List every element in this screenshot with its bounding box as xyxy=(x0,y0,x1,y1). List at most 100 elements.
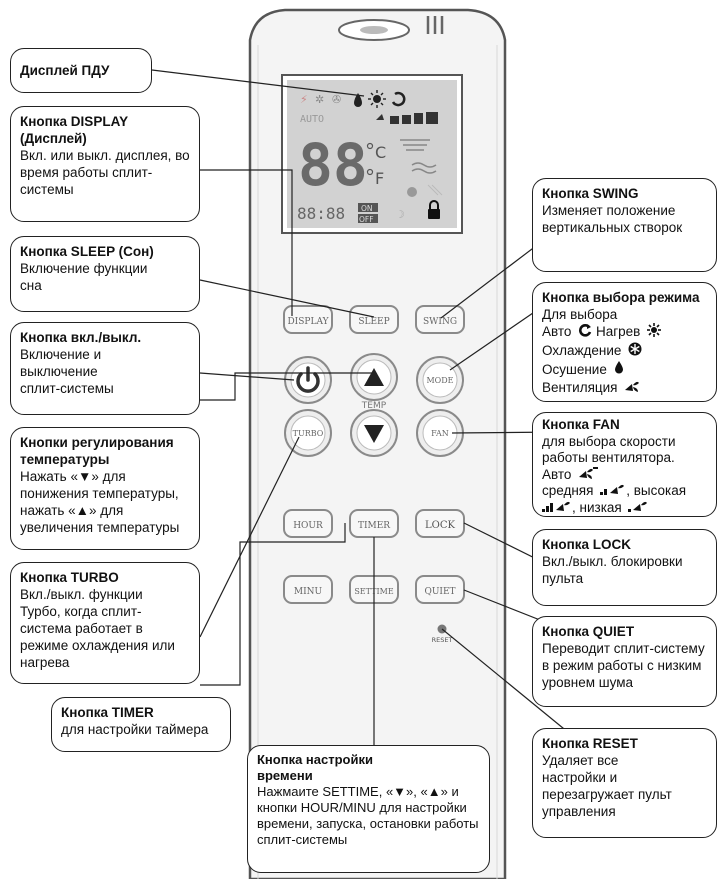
lock-button-label: LOCK xyxy=(425,520,455,531)
temp-up-button[interactable] xyxy=(350,353,398,401)
fan-icon xyxy=(624,380,640,397)
grip-lines xyxy=(426,16,444,34)
hour-button[interactable]: HOUR xyxy=(283,509,333,538)
swing-button-label: SWING xyxy=(423,317,457,327)
minu-button[interactable]: MINU xyxy=(283,575,333,604)
lcd-fan-speed-icon xyxy=(376,112,438,124)
mode-dry-label: Осушение xyxy=(542,362,607,377)
minu-button-label: MINU xyxy=(294,587,323,597)
callout-power-button: Кнопка вкл./выкл. Включение и выключение… xyxy=(10,322,200,415)
mode-line-1: Для выбора xyxy=(542,307,618,322)
fan-low-label: , низкая xyxy=(572,499,622,515)
mode-heat-label: Нагрев xyxy=(595,324,641,340)
svg-text:✲: ✲ xyxy=(315,93,324,106)
down-arrow-icon xyxy=(364,425,384,443)
svg-text:⚡: ⚡ xyxy=(300,93,308,106)
quiet-button[interactable]: QUIET xyxy=(415,575,465,604)
callout-swing-button-title: Кнопка SWING xyxy=(542,186,639,201)
callout-display-button-title: Кнопка DISPLAY (Дисплей) xyxy=(20,114,128,146)
fan-line-3: средняя , высокая xyxy=(542,483,707,500)
fan-speed-medium-icon xyxy=(600,483,626,500)
callout-swing-button: Кнопка SWING Изменяет положение вертикал… xyxy=(532,178,717,272)
fan-speed-low-icon xyxy=(628,500,648,517)
callout-mode-button-title: Кнопка выбора режима xyxy=(542,290,700,305)
callout-time-setting-title: Кнопка настройки времени xyxy=(257,752,373,783)
mode-line-2: Авто Нагрев xyxy=(542,323,707,342)
fan-line-4: , низкая xyxy=(542,500,707,517)
temp-label: TEMP xyxy=(361,401,387,411)
callout-quiet-button: Кнопка QUIET Переводит сплит-систему в р… xyxy=(532,616,717,707)
callout-turbo-button: Кнопка TURBO Вкл./выкл. функции Турбо, к… xyxy=(10,562,200,684)
callout-turbo-button-title: Кнопка TURBO xyxy=(20,570,119,585)
mode-button-label: MODE xyxy=(426,376,453,385)
callout-timer-button: Кнопка TIMER для настройки таймера xyxy=(51,697,231,752)
callout-lock-button: Кнопка LOCK Вкл./выкл. блокировки пульта xyxy=(532,529,717,606)
callout-turbo-button-body: Вкл./выкл. функции Турбо, когда сплит-си… xyxy=(20,587,175,670)
fan-auto-label: Авто xyxy=(542,466,572,482)
up-arrow-icon xyxy=(364,368,384,386)
lcd-sun-icon xyxy=(368,90,386,108)
power-button[interactable] xyxy=(284,356,332,404)
sun-icon xyxy=(647,323,662,342)
mode-fan-label: Вентиляция xyxy=(542,380,618,396)
callout-sleep-button: Кнопка SLEEP (Сон) Включение функции сна xyxy=(10,236,200,312)
callout-reset-button-title: Кнопка RESET xyxy=(542,736,638,751)
callout-temp-buttons-title: Кнопки регулирования температуры xyxy=(20,435,174,467)
lcd-auto-icon xyxy=(391,91,406,107)
mode-line-4: Осушение xyxy=(542,361,707,379)
reset-button-label: RESET xyxy=(432,636,453,644)
lcd-unit-f: F xyxy=(375,169,384,188)
callout-reset-button-body: Удаляет все настройки и перезагружает пу… xyxy=(542,753,672,819)
callout-display-button: Кнопка DISPLAY (Дисплей) Вкл. или выкл. … xyxy=(10,106,200,222)
fan-line-1: для выбора скорости работы вентилятора. xyxy=(542,433,676,466)
mode-cool-label: Охлаждение xyxy=(542,343,622,359)
hour-button-label: HOUR xyxy=(293,521,323,531)
callout-display-panel: Дисплей ПДУ xyxy=(10,48,152,93)
display-button-label: DISPLAY xyxy=(287,317,329,327)
fan-auto-icon xyxy=(578,466,599,484)
snowflake-icon xyxy=(628,342,642,361)
sleep-button-label: SLEEP xyxy=(358,317,389,327)
lcd-off-label: OFF xyxy=(359,215,374,224)
callout-quiet-button-title: Кнопка QUIET xyxy=(542,624,635,639)
callout-fan-button-title: Кнопка FAN xyxy=(542,417,620,432)
lcd-display: ⚡ ✲ ✇ AUTO 88 C F 88:88 ON OFF ☽ xyxy=(281,74,463,234)
fan-medium-label: средняя xyxy=(542,483,594,499)
callout-sleep-button-title: Кнопка SLEEP (Сон) xyxy=(20,244,154,259)
turbo-button-label: TURBO xyxy=(293,429,324,438)
drop-icon xyxy=(614,361,624,379)
swing-button[interactable]: SWING xyxy=(415,305,465,334)
callout-fan-button: Кнопка FAN для выбора скорости работы ве… xyxy=(532,412,717,517)
callout-display-panel-title: Дисплей ПДУ xyxy=(20,63,110,78)
display-button[interactable]: DISPLAY xyxy=(283,305,333,334)
callout-mode-button: Кнопка выбора режима Для выбора Авто Наг… xyxy=(532,282,717,402)
fan-button-label: FAN xyxy=(431,429,449,438)
callout-power-button-title: Кнопка вкл./выкл. xyxy=(20,330,142,345)
auto-mode-icon xyxy=(578,323,592,342)
quiet-button-label: QUIET xyxy=(424,587,455,597)
svg-text:✇: ✇ xyxy=(332,93,341,106)
callout-sleep-button-body: Включение функции сна xyxy=(20,261,148,293)
callout-reset-button: Кнопка RESET Удаляет все настройки и пер… xyxy=(532,728,717,838)
timer-button-label: TIMER xyxy=(358,521,390,531)
callout-timer-button-title: Кнопка TIMER xyxy=(61,705,154,720)
callout-timer-button-body: для настройки таймера xyxy=(61,722,209,737)
callout-lock-button-title: Кнопка LOCK xyxy=(542,537,632,552)
callout-lock-button-body: Вкл./выкл. блокировки пульта xyxy=(542,554,683,586)
callout-swing-button-body: Изменяет положение вертикальных створок xyxy=(542,203,683,235)
sleep-button[interactable]: SLEEP xyxy=(349,305,399,334)
temp-down-button[interactable] xyxy=(350,409,398,457)
callout-time-setting: Кнопка настройки времени Нажмаите SETTIM… xyxy=(247,745,490,873)
lcd-drop-icon xyxy=(354,93,362,107)
lcd-on-label: ON xyxy=(361,204,373,213)
mode-line-5: Вентиляция xyxy=(542,379,707,397)
lcd-clock: 88:88 xyxy=(297,204,345,223)
mode-auto-label: Авто xyxy=(542,324,572,340)
callout-display-button-body: Вкл. или выкл. дисплея, во время работы … xyxy=(20,148,190,197)
turbo-button[interactable]: TURBO xyxy=(284,409,332,457)
lcd-auto-label: AUTO xyxy=(300,114,324,125)
fan-line-2: Авто xyxy=(542,467,707,484)
svg-text:☽: ☽ xyxy=(395,208,405,221)
callout-temp-buttons-body: Нажать «▼» для понижения температуры, на… xyxy=(20,469,180,535)
fan-button[interactable]: FAN xyxy=(416,409,464,457)
